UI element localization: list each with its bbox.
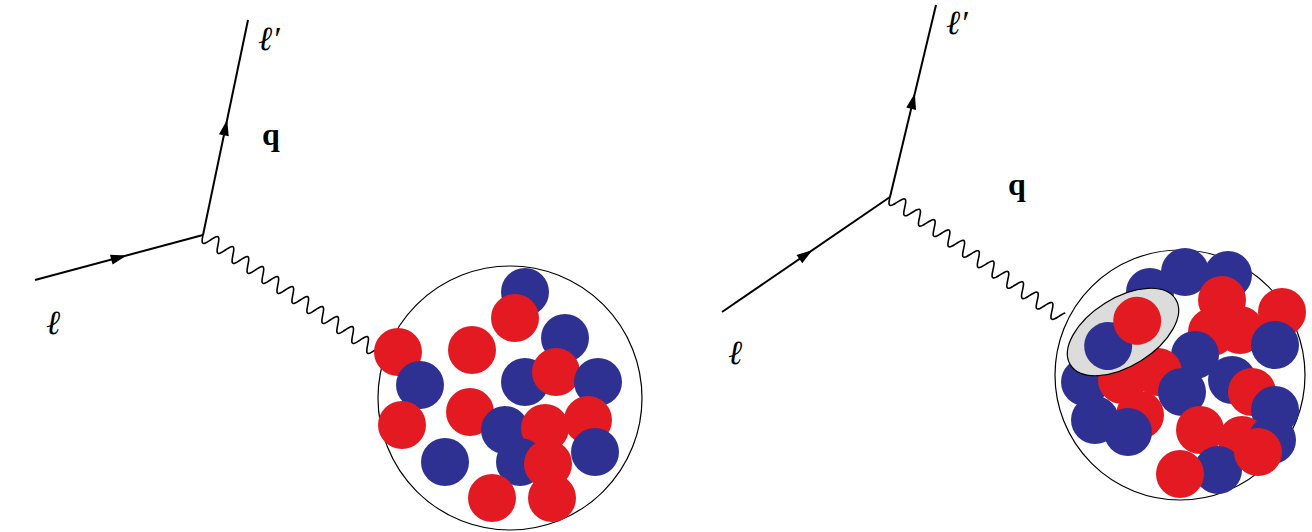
incoming-lepton-label: ℓ	[728, 336, 742, 370]
arrowhead	[797, 246, 816, 263]
nucleon	[1234, 428, 1282, 476]
arrowhead	[110, 251, 128, 265]
nucleon	[1251, 321, 1299, 369]
nucleon	[571, 428, 619, 476]
outgoing-lepton-label: ℓ′	[946, 6, 968, 40]
photon-line	[202, 235, 381, 353]
nucleon	[448, 326, 496, 374]
nucleon	[491, 294, 539, 342]
nucleus	[1052, 248, 1306, 500]
nucleon	[1156, 450, 1204, 498]
nucleon	[378, 401, 426, 449]
nucleon	[1104, 408, 1152, 456]
pair-outline	[1052, 270, 1193, 393]
nucleon	[468, 474, 516, 522]
momentum-transfer-label: q	[262, 118, 280, 150]
lepton-line	[722, 197, 890, 312]
arrowhead	[906, 92, 919, 110]
lepton-line	[203, 20, 248, 235]
lepton-line	[35, 235, 203, 280]
nucleon	[528, 474, 576, 522]
photon-line	[889, 197, 1065, 319]
correlated-pair	[1052, 270, 1193, 393]
nucleus	[374, 266, 642, 530]
momentum-transfer-label: q	[1008, 168, 1026, 200]
nucleon	[421, 438, 469, 486]
incoming-lepton-label: ℓ	[46, 306, 60, 340]
arrowhead	[219, 119, 232, 137]
nucleon	[532, 348, 580, 396]
nucleus-outline	[378, 266, 642, 530]
outgoing-lepton-label: ℓ′	[258, 22, 280, 56]
nucleon	[1104, 288, 1170, 354]
lepton-line	[890, 5, 936, 197]
